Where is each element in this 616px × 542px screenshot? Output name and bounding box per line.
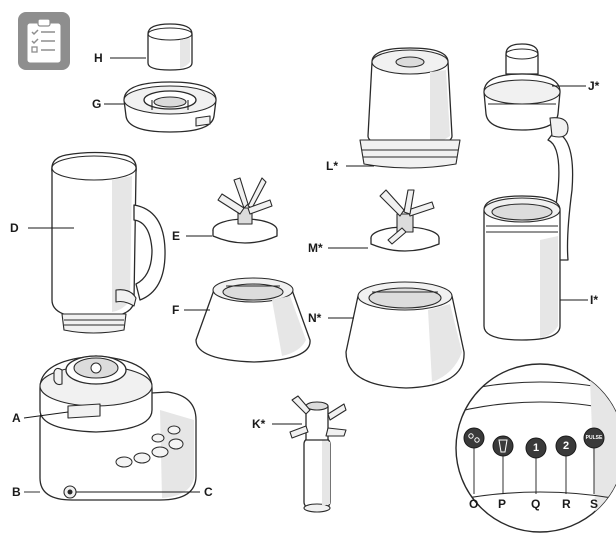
part-small-cup [359, 47, 461, 169]
part-jug-base-collar [195, 277, 311, 363]
part-blade-assembly [212, 177, 278, 244]
label-c: C [204, 485, 213, 499]
label-s: S [590, 497, 598, 511]
button-pulse: PULSE [583, 427, 605, 449]
part-cup-blade-assembly [370, 189, 440, 252]
label-i: I* [590, 293, 598, 307]
label-o: O [469, 497, 478, 511]
label-d: D [10, 221, 19, 235]
part-jug [51, 151, 166, 334]
button-speed-1-label: 1 [533, 442, 539, 454]
label-r: R [562, 497, 571, 511]
button-pulse-label: PULSE [586, 435, 603, 441]
button-smoothie [492, 435, 514, 457]
button-speed-2: 2 [555, 435, 577, 457]
label-j: J* [588, 79, 600, 93]
label-n: N* [308, 311, 322, 325]
part-grinding-blade [289, 395, 347, 513]
part-lid-cap [147, 23, 193, 71]
label-a: A [12, 411, 21, 425]
checklist-icon [18, 12, 70, 70]
button-speed-1: 1 [525, 437, 547, 459]
part-motor-base [39, 355, 197, 501]
label-f: F [172, 303, 179, 317]
label-m: M* [308, 241, 323, 255]
label-k: K* [252, 417, 266, 431]
label-b: B [12, 485, 21, 499]
label-l: L* [326, 159, 338, 173]
button-speed-2-label: 2 [563, 440, 569, 452]
label-p: P [498, 497, 506, 511]
part-bottle-lid-strap [483, 43, 574, 261]
label-q: Q [531, 497, 540, 511]
part-cup-base-collar [345, 281, 465, 389]
label-h: H [94, 51, 103, 65]
label-e: E [172, 229, 180, 243]
part-bottle-body [483, 195, 561, 341]
label-g: G [92, 97, 101, 111]
part-lid [123, 81, 217, 133]
button-ice [463, 427, 485, 449]
